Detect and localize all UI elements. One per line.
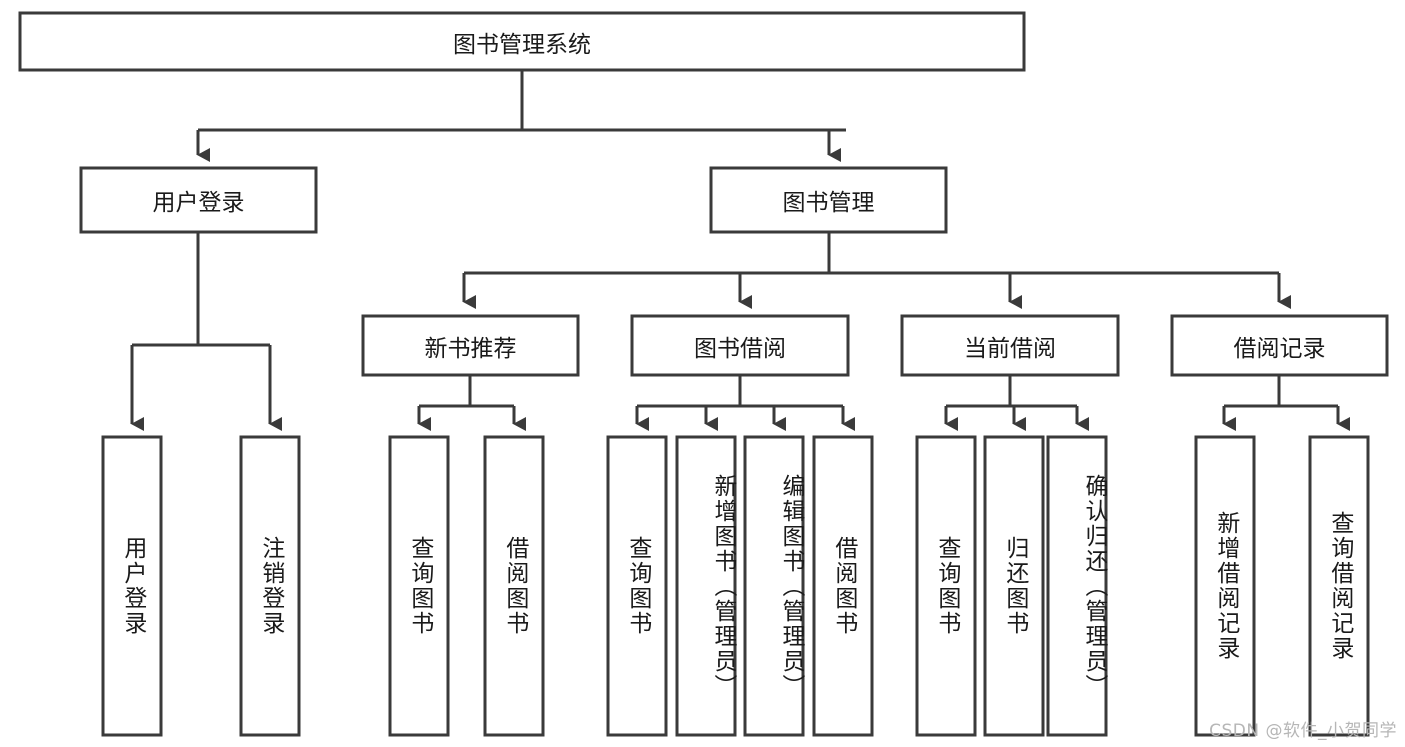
node-box-leaf-add-book[interactable]: [675, 435, 737, 737]
node-box-book-borrow[interactable]: [630, 314, 850, 377]
node-box-leaf-query-book-2[interactable]: [606, 435, 668, 737]
node-box-leaf-add-record[interactable]: [1194, 435, 1256, 737]
node-box-leaf-confirm-return[interactable]: [1046, 435, 1108, 737]
connector-newbook-to-leaves: [417, 375, 526, 431]
node-box-leaf-query-record[interactable]: [1308, 435, 1370, 737]
watermark-text: CSDN @软件_小贺同学: [1209, 721, 1397, 741]
node-box-new-book-recommend[interactable]: [361, 314, 580, 377]
node-box-leaf-query-book-3[interactable]: [915, 435, 977, 737]
node-box-leaf-user-login[interactable]: [101, 435, 163, 737]
node-box-leaf-edit-book[interactable]: [743, 435, 805, 737]
connector-currentborrow-to-leaves: [944, 375, 1089, 431]
node-box-leaf-return-book[interactable]: [983, 435, 1045, 737]
node-box-leaf-borrow-book-1[interactable]: [483, 435, 545, 737]
node-box-leaf-logout[interactable]: [239, 435, 301, 737]
node-box-borrow-record[interactable]: [1170, 314, 1389, 377]
node-box-leaf-query-book-1[interactable]: [388, 435, 450, 737]
node-box-leaf-borrow-book-2[interactable]: [812, 435, 874, 737]
node-box-book-management[interactable]: [709, 166, 948, 234]
connector-borrowrecord-to-leaves: [1222, 375, 1350, 431]
node-box-user-login[interactable]: [79, 166, 318, 234]
node-box-current-borrow[interactable]: [900, 314, 1120, 377]
node-box-root[interactable]: [18, 11, 1026, 72]
connector-userlogin-to-leaves: [130, 232, 282, 431]
connector-bookmgmt-to-level3: [462, 232, 1291, 309]
connector-root-to-level2: [196, 70, 846, 162]
connector-bookborrow-to-leaves: [635, 375, 855, 431]
